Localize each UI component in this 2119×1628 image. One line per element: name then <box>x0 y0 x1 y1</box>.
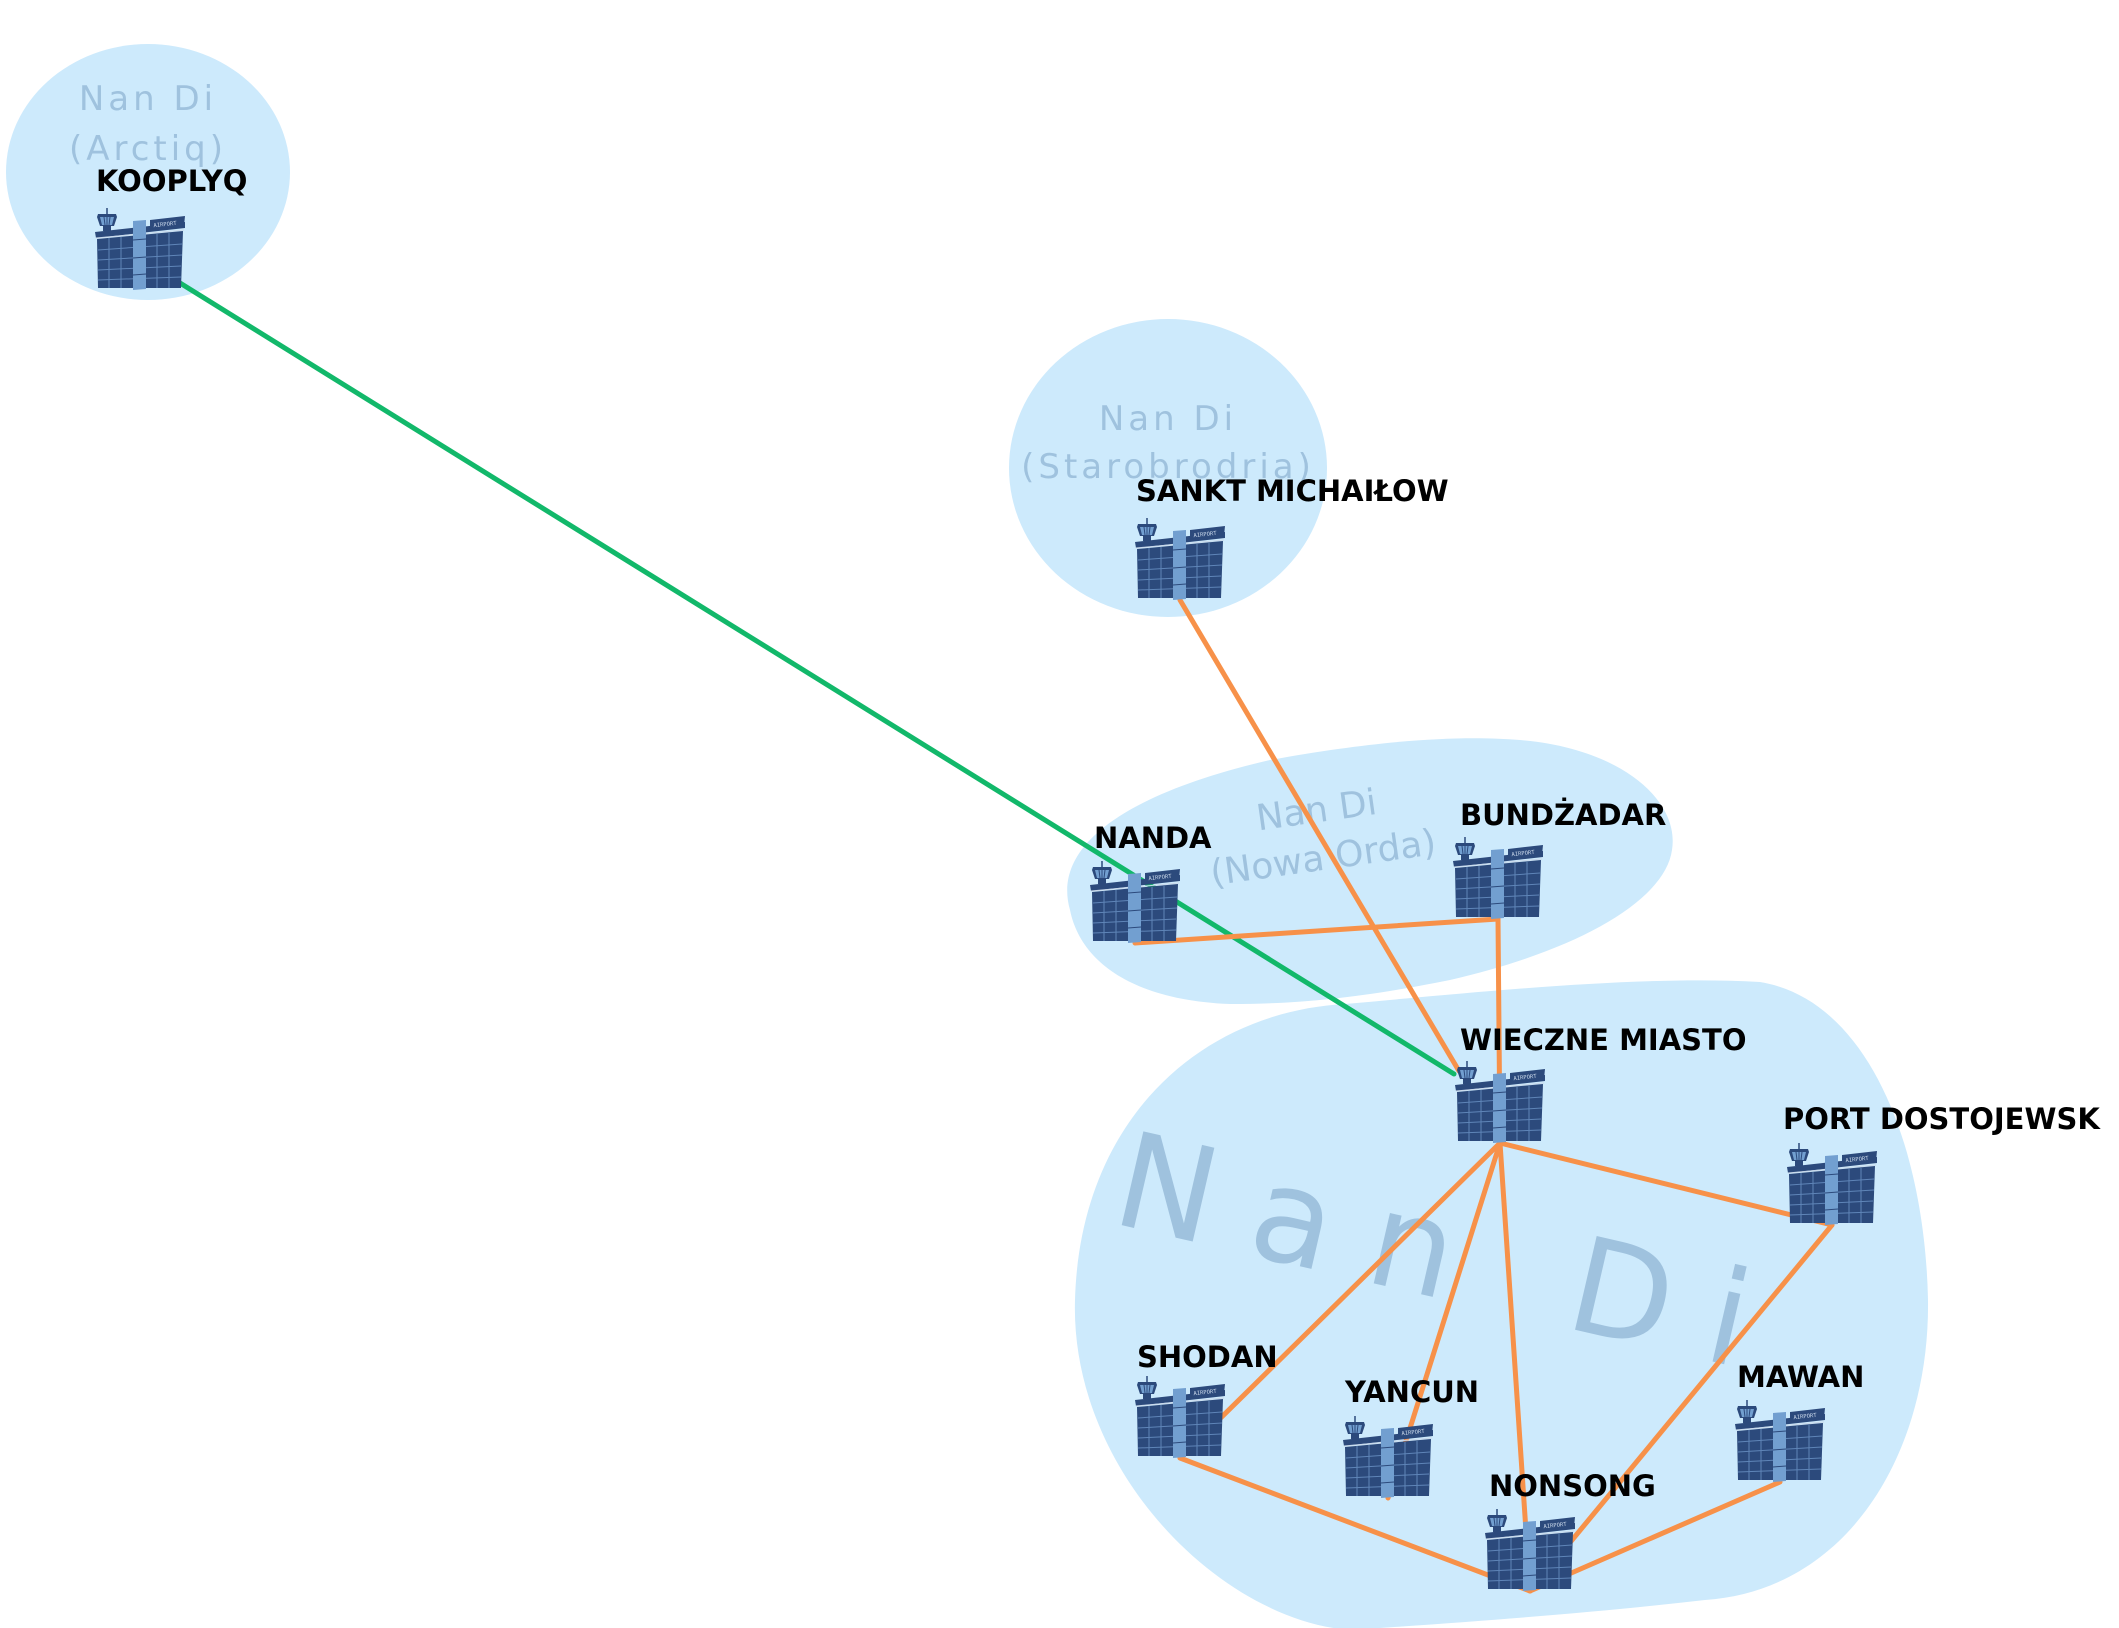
airport-node-port-dostojewsk[interactable]: PORT DOSTOJEWSK <box>1783 1102 2101 1226</box>
route-sankt-michailow-to-wieczne-miasto <box>1177 597 1462 1074</box>
airport-label: SHODAN <box>1137 1340 1278 1374</box>
region-area-starobrodria <box>1009 319 1327 617</box>
airport-node-bundzadar[interactable]: BUNDŻADAR <box>1452 798 1666 920</box>
airport-node-shodan[interactable]: SHODAN <box>1134 1340 1278 1459</box>
route-wieczne-miasto-to-shodan <box>1177 1140 1503 1461</box>
airport-node-sankt-michailow[interactable]: SANKT MICHAIŁOW <box>1134 474 1449 601</box>
airport-label: BUNDŻADAR <box>1460 798 1666 832</box>
route-wieczne-miasto-to-nonsong <box>1497 1140 1533 1594</box>
route-shodan-to-nonsong <box>1177 1455 1533 1594</box>
airport-node-nanda[interactable]: NANDA <box>1089 821 1212 944</box>
airport-label: YANCUN <box>1344 1375 1479 1409</box>
region-label-arctiq-name: Nan Di <box>79 79 217 119</box>
airport-label: MAWAN <box>1737 1360 1864 1394</box>
airport-node-yancun[interactable]: YANCUN <box>1342 1375 1479 1499</box>
airport-label: SANKT MICHAIŁOW <box>1136 474 1449 508</box>
route-kooplyq-to-wieczne-miasto <box>177 280 1457 1077</box>
airport-label: PORT DOSTOJEWSK <box>1783 1102 2101 1136</box>
airport-node-nonsong[interactable]: NONSONG <box>1484 1469 1656 1592</box>
airport-label: NANDA <box>1094 821 1212 855</box>
route-mawan-to-nonsong <box>1527 1479 1783 1594</box>
airport-label: WIECZNE MIASTO <box>1460 1023 1747 1057</box>
airport-node-wieczne-miasto[interactable]: WIECZNE MIASTO <box>1454 1023 1747 1144</box>
airport-node-kooplyq[interactable]: KOOPLYQ <box>94 164 247 291</box>
airport-label: NONSONG <box>1489 1469 1656 1503</box>
route-wieczne-miasto-to-port-dostojewsk <box>1497 1140 1835 1228</box>
region-area-main <box>1074 980 1929 1628</box>
route-port-dostojewsk-to-nonsong <box>1527 1222 1835 1594</box>
region-area-arctiq <box>6 44 290 300</box>
route-nanda-to-bundzadar <box>1132 916 1501 946</box>
region-label-starobrodria-name: Nan Di <box>1099 399 1237 439</box>
airport-label: KOOPLYQ <box>96 164 247 198</box>
region-label-arctiq-subtitle: (Arctiq) <box>69 129 227 169</box>
airport-node-mawan[interactable]: MAWAN <box>1734 1360 1864 1483</box>
region-label-starobrodria-subtitle: (Starobrodria) <box>1021 447 1315 487</box>
